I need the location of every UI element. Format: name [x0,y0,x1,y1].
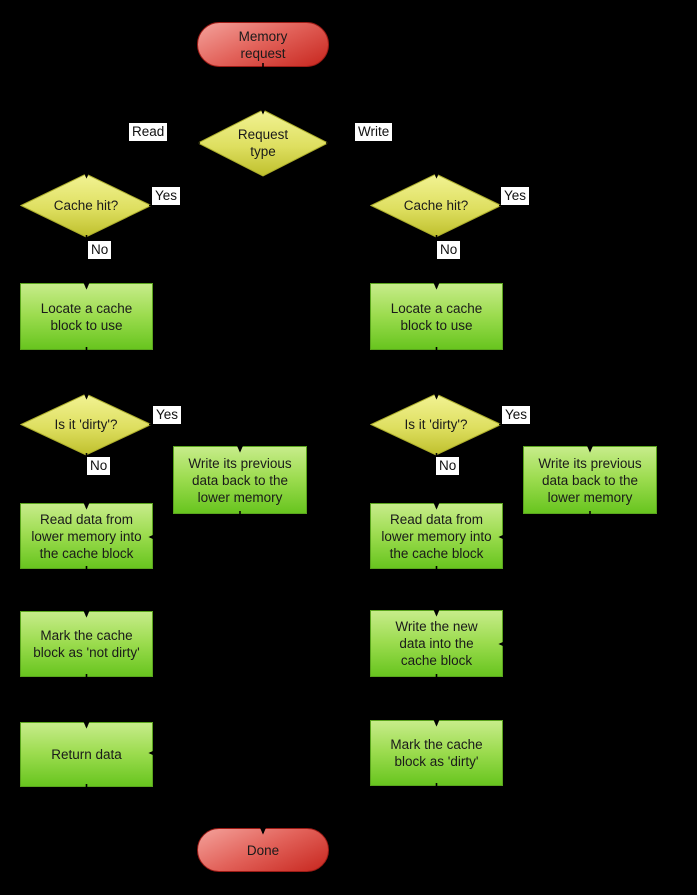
node-label: Memory request [238,28,288,61]
arrow-mark-dirty-to-done [264,783,438,809]
arrow-write-back-read-out [148,511,241,543]
node-write-back-read: Write its previous data back to the lowe… [173,446,307,514]
node-label: Mark the cache block as 'dirty' [390,737,483,769]
node-request-type: Request type [197,109,329,177]
node-label: Cache hit? [53,198,119,213]
edge-label-read: Read [129,123,168,141]
edge-label-yes-dirty-read: Yes [153,406,182,424]
node-mark-not-dirty: Mark the cache block as 'not dirty' [20,611,153,677]
arrow-request-type-read [80,142,200,179]
node-done: Done [197,828,329,872]
diamond-shape [197,109,329,177]
node-label: Read data from lower memory into the cac… [381,511,492,561]
node-label: Write its previous data back to the lowe… [538,455,642,505]
node-label: Write its previous data back to the lowe… [188,455,292,505]
node-label: Return data [51,747,122,762]
edge-label-yes-dirty-write: Yes [502,406,531,424]
node-locate-block-write: Locate a cache block to use [370,283,503,350]
node-mark-dirty: Mark the cache block as 'dirty' [370,720,503,786]
node-write-back-write: Write its previous data back to the lowe… [523,446,657,514]
node-label: Read data from lower memory into the cac… [31,511,142,561]
edge-label-no-cache-read: No [88,241,112,259]
edge-label-yes-cache-write: Yes [501,187,530,205]
arrow-return-data-to-done [85,784,269,835]
edge-label-no-dirty-read: No [87,457,111,475]
node-label: Done [246,842,280,858]
node-read-data-write: Read data from lower memory into the cac… [370,503,503,569]
node-read-data-read: Read data from lower memory into the cac… [20,503,153,569]
node-label: Write the new data into the cache block [395,619,478,668]
arrow-request-type-write [326,142,443,179]
edge-label-no-cache-write: No [437,241,461,259]
edge-label-write: Write [355,123,393,141]
node-locate-block-read: Locate a cache block to use [20,283,153,350]
edge-label-no-dirty-write: No [436,457,460,475]
node-is-dirty-read: Is it 'dirty'? [20,393,152,456]
node-label: Cache hit? [403,198,469,213]
node-is-dirty-write: Is it 'dirty'? [370,393,502,456]
arrow-cache-hit-write-yes [498,204,668,650]
arrow-write-back-write-out [498,511,591,543]
node-return-data: Return data [20,722,153,787]
node-cache-hit-read: Cache hit? [20,173,152,238]
node-label: Request type [237,127,289,159]
node-label: Is it 'dirty'? [404,417,468,432]
node-cache-hit-write: Cache hit? [370,173,502,238]
node-memory-request: Memory request [197,22,329,67]
edge-label-yes-cache-read: Yes [152,187,181,205]
node-write-new-data: Write the new data into the cache block [370,610,503,677]
node-label: Locate a cache block to use [390,300,483,333]
node-label: Mark the cache block as 'not dirty' [33,628,140,660]
node-label: Locate a cache block to use [40,300,133,333]
node-label: Is it 'dirty'? [54,417,118,432]
